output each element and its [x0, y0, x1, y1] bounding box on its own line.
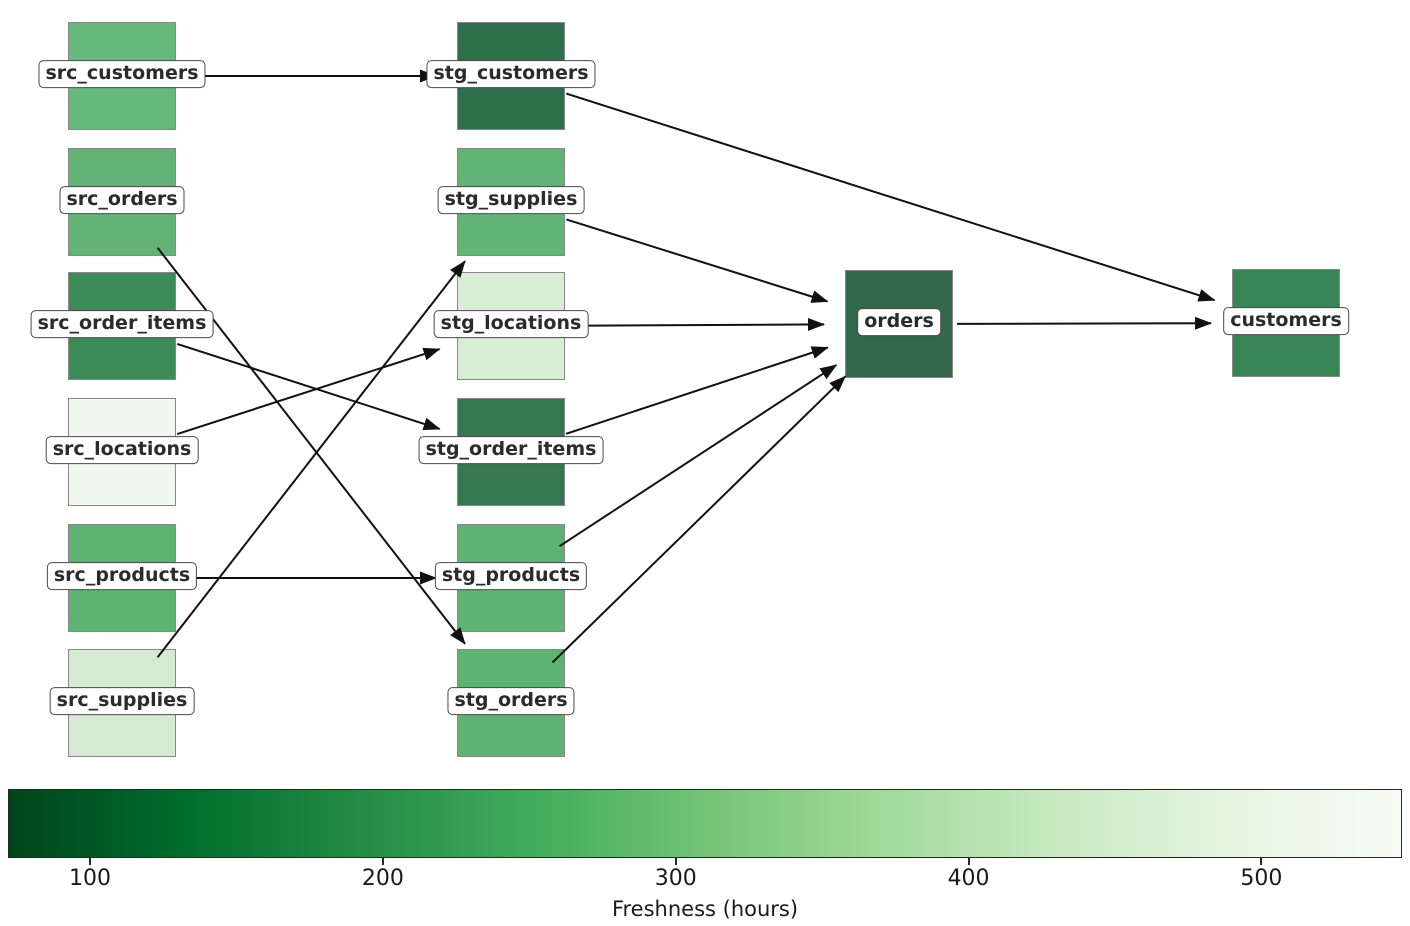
edge-stg_order_items-to-orders [565, 346, 829, 435]
node-label-stg_order_items: stg_order_items [418, 436, 604, 464]
edge-stg_supplies-to-orders [566, 218, 829, 303]
node-label-stg_customers: stg_customers [426, 60, 596, 88]
node-label-orders: orders [857, 308, 941, 336]
node-label-stg_products: stg_products [434, 562, 588, 590]
colorbar-tick-label-200: 200 [361, 866, 404, 891]
node-label-customers: customers [1223, 307, 1349, 335]
node-label-src_orders: src_orders [59, 186, 185, 214]
node-label-stg_supplies: stg_supplies [437, 186, 585, 214]
node-label-src_locations: src_locations [45, 436, 199, 464]
colorbar-tick-300 [674, 858, 677, 865]
node-label-stg_locations: stg_locations [433, 310, 589, 338]
colorbar-tick-100 [89, 858, 91, 865]
colorbar [8, 789, 1402, 858]
colorbar-tick-200 [381, 858, 384, 865]
edge-orders-to-customers [956, 316, 1212, 330]
colorbar-tick-label-500: 500 [1240, 866, 1283, 891]
colorbar-tick-label-400: 400 [947, 866, 990, 891]
node-label-src_customers: src_customers [38, 60, 206, 88]
colorbar-tick-label-300: 300 [654, 866, 697, 891]
edge-src_locations-to-stg_locations [176, 347, 441, 436]
edge-stg_locations-to-orders [568, 317, 825, 331]
node-label-src_supplies: src_supplies [49, 687, 195, 715]
edge-stg_orders-to-orders [551, 375, 847, 664]
node-label-src_products: src_products [46, 562, 198, 590]
colorbar-tick-500 [1260, 858, 1263, 865]
colorbar-axis-label: Freshness (hours) [611, 897, 799, 921]
colorbar-tick-label-100: 100 [69, 866, 111, 891]
colorbar-tick-400 [967, 858, 970, 865]
edge-src_order_items-to-stg_order_items [176, 342, 441, 431]
node-label-stg_orders: stg_orders [447, 687, 575, 715]
node-label-src_order_items: src_order_items [30, 310, 214, 338]
